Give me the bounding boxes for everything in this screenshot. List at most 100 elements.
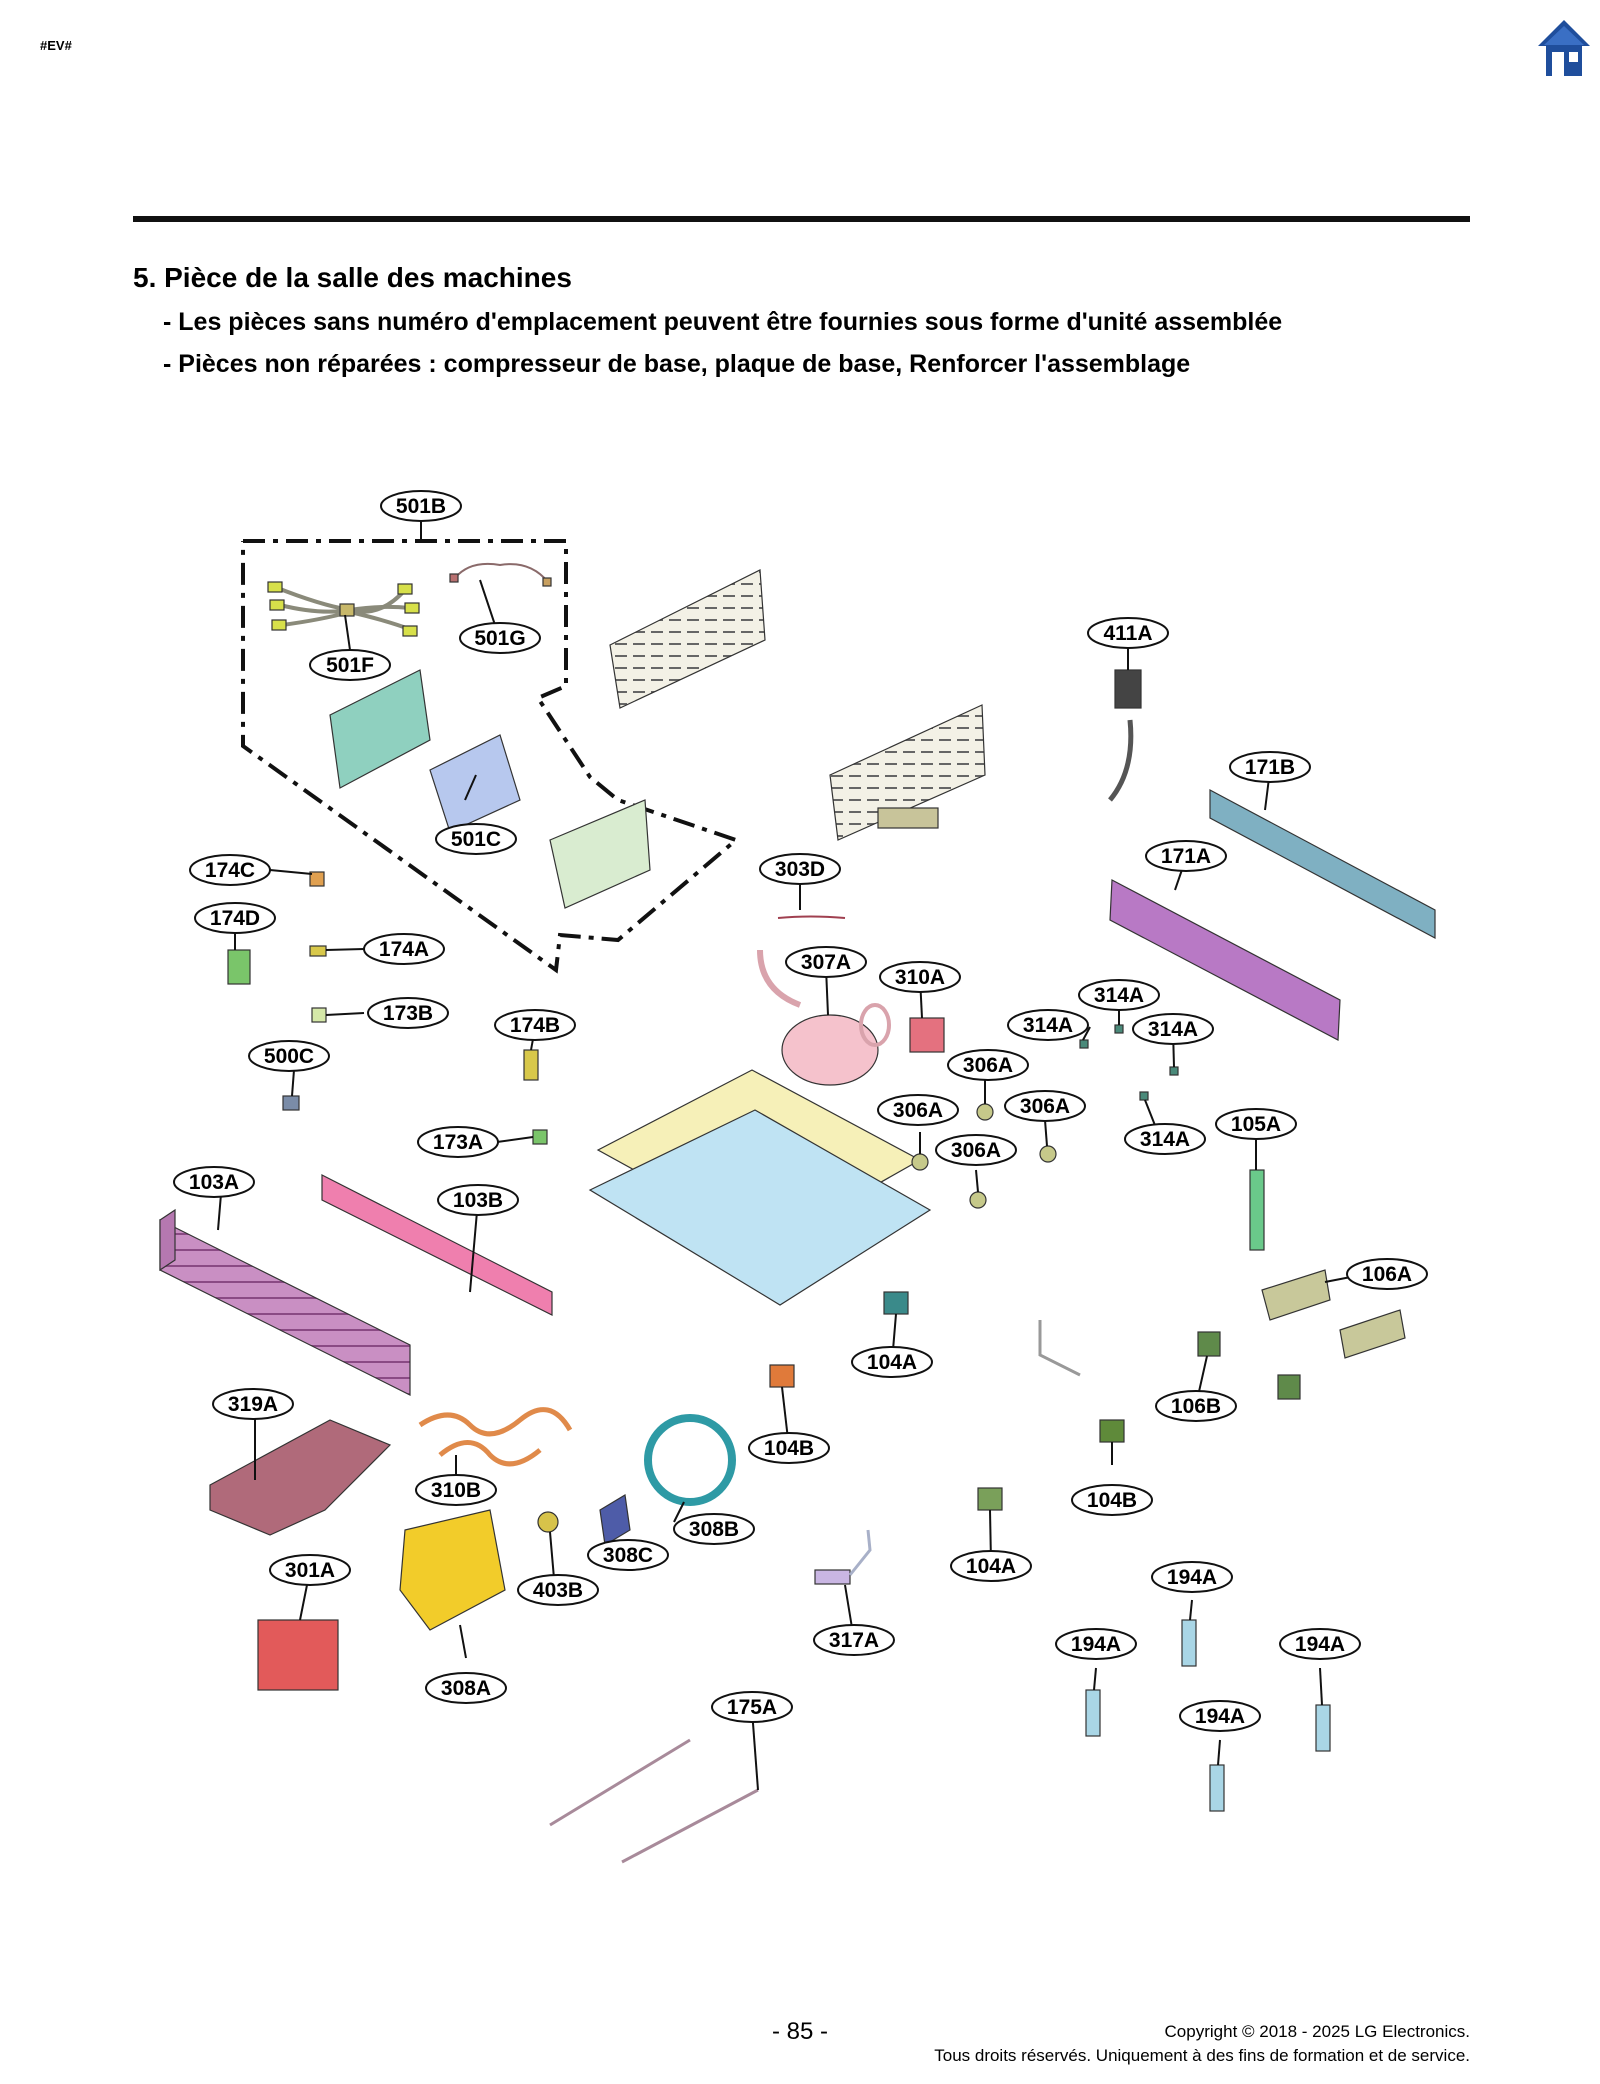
fan-housing-308a bbox=[399, 1509, 506, 1631]
panel-171b bbox=[1209, 789, 1436, 939]
document-tag: #EV# bbox=[40, 38, 72, 53]
svg-text:306A: 306A bbox=[951, 1139, 1001, 1162]
svg-text:173B: 173B bbox=[383, 1002, 433, 1025]
svg-text:103B: 103B bbox=[453, 1189, 503, 1212]
bracket-lower bbox=[829, 704, 986, 841]
svg-text:174B: 174B bbox=[510, 1014, 560, 1037]
compressor-307a bbox=[781, 1014, 879, 1086]
section-title: 5. Pièce de la salle des machines bbox=[133, 262, 572, 293]
foot-106a-1 bbox=[1261, 1269, 1331, 1321]
svg-text:104A: 104A bbox=[966, 1555, 1016, 1578]
clip-173b bbox=[311, 1007, 327, 1023]
callout-411a: 411A bbox=[1087, 617, 1169, 649]
callout-308b: 308B bbox=[673, 1513, 755, 1545]
fan-blade-308c bbox=[599, 1494, 631, 1546]
svg-text:303D: 303D bbox=[775, 858, 825, 881]
relay-310a bbox=[909, 1017, 945, 1053]
svg-text:501C: 501C bbox=[451, 828, 501, 851]
svg-text:310A: 310A bbox=[895, 966, 945, 989]
svg-text:174A: 174A bbox=[379, 938, 429, 961]
callout-104a: 104A bbox=[851, 1346, 933, 1378]
assembly-boundary bbox=[241, 539, 740, 974]
callout-501f: 501F bbox=[309, 649, 391, 681]
coil-310b bbox=[418, 1407, 573, 1437]
panel-light-green bbox=[549, 799, 651, 909]
section-note: - Pièces non réparées : compresseur de b… bbox=[163, 350, 1191, 378]
svg-text:306A: 306A bbox=[1020, 1095, 1070, 1118]
callout-306a: 306A bbox=[935, 1134, 1017, 1166]
callout-174b: 174B bbox=[494, 1009, 576, 1041]
callout-173a: 173A bbox=[417, 1126, 499, 1158]
roller-106b-2 bbox=[1277, 1374, 1301, 1400]
svg-text:317A: 317A bbox=[829, 1629, 879, 1652]
callout-194a: 194A bbox=[1179, 1700, 1261, 1732]
callout-105a: 105A bbox=[1215, 1108, 1297, 1140]
svg-text:174C: 174C bbox=[205, 859, 255, 882]
copyright-notice: Copyright © 2018 - 2025 LG Electronics. … bbox=[934, 2020, 1470, 2068]
clip-174a bbox=[309, 945, 327, 957]
callout-501c: 501C bbox=[435, 823, 517, 855]
bracket-104a-2 bbox=[977, 1487, 1003, 1511]
bracket-104b-1 bbox=[769, 1364, 795, 1388]
leg-194a-4 bbox=[1209, 1764, 1225, 1812]
callout-106b: 106B bbox=[1155, 1390, 1237, 1422]
callout-307a: 307A bbox=[785, 946, 867, 978]
motor-403b bbox=[537, 1511, 559, 1533]
svg-text:314A: 314A bbox=[1023, 1014, 1073, 1037]
callout-171a: 171A bbox=[1145, 840, 1227, 872]
callout-308a: 308A bbox=[425, 1672, 507, 1704]
callout-194a: 194A bbox=[1151, 1561, 1233, 1593]
svg-text:501F: 501F bbox=[326, 654, 374, 677]
callout-104b: 104B bbox=[748, 1432, 830, 1464]
svg-text:194A: 194A bbox=[1295, 1633, 1345, 1656]
pcb-cover bbox=[329, 669, 431, 789]
callout-501g: 501G bbox=[459, 622, 541, 654]
callout-317a: 317A bbox=[813, 1624, 895, 1656]
leg-194a-3 bbox=[1315, 1704, 1331, 1752]
callout-303d: 303D bbox=[759, 853, 841, 885]
callout-319a: 319A bbox=[212, 1388, 294, 1420]
svg-text:171B: 171B bbox=[1245, 756, 1295, 779]
svg-text:308B: 308B bbox=[689, 1518, 739, 1541]
svg-text:411A: 411A bbox=[1103, 622, 1152, 645]
svg-text:194A: 194A bbox=[1071, 1633, 1121, 1656]
svg-text:310B: 310B bbox=[431, 1479, 481, 1502]
sensor-wire bbox=[777, 915, 846, 919]
svg-text:194A: 194A bbox=[1167, 1566, 1217, 1589]
callout-308c: 308C bbox=[587, 1539, 669, 1571]
svg-text:308C: 308C bbox=[603, 1544, 653, 1567]
svg-text:301A: 301A bbox=[285, 1559, 335, 1582]
svg-text:314A: 314A bbox=[1094, 984, 1144, 1007]
leg-194a-2 bbox=[1181, 1619, 1197, 1667]
home-icon[interactable] bbox=[1536, 18, 1592, 78]
callout-103b: 103B bbox=[437, 1184, 519, 1216]
bracket-104b-2 bbox=[1099, 1419, 1125, 1443]
callout-173b: 173B bbox=[367, 997, 449, 1029]
callout-171b: 171B bbox=[1229, 751, 1311, 783]
svg-text:104A: 104A bbox=[867, 1351, 917, 1374]
tray-319a bbox=[209, 1419, 392, 1536]
wire-harness-501f bbox=[267, 581, 420, 637]
svg-text:501B: 501B bbox=[396, 495, 446, 518]
svg-text:106B: 106B bbox=[1171, 1395, 1221, 1418]
svg-text:501G: 501G bbox=[474, 627, 525, 650]
svg-text:173A: 173A bbox=[433, 1131, 483, 1154]
svg-text:194A: 194A bbox=[1195, 1705, 1245, 1728]
svg-text:403B: 403B bbox=[533, 1579, 583, 1602]
callout-194a: 194A bbox=[1055, 1628, 1137, 1660]
callout-104a: 104A bbox=[950, 1550, 1032, 1582]
drier-317a bbox=[814, 1569, 851, 1585]
section-note: - Les pièces sans numéro d'emplacement p… bbox=[163, 308, 1283, 336]
callout-403b: 403B bbox=[517, 1574, 599, 1606]
control-box-501c bbox=[429, 734, 521, 833]
copyright-line: Tous droits réservés. Uniquement à des f… bbox=[934, 2046, 1470, 2065]
header-rule bbox=[133, 216, 1470, 222]
leg-194a-1 bbox=[1085, 1689, 1101, 1737]
svg-text:306A: 306A bbox=[963, 1054, 1013, 1077]
callout-106a: 106A bbox=[1346, 1258, 1428, 1290]
clip-500c bbox=[282, 1095, 300, 1111]
callout-103a: 103A bbox=[173, 1166, 255, 1198]
svg-text:171A: 171A bbox=[1161, 845, 1211, 868]
svg-text:314A: 314A bbox=[1140, 1128, 1190, 1151]
clip-174b bbox=[523, 1049, 539, 1081]
